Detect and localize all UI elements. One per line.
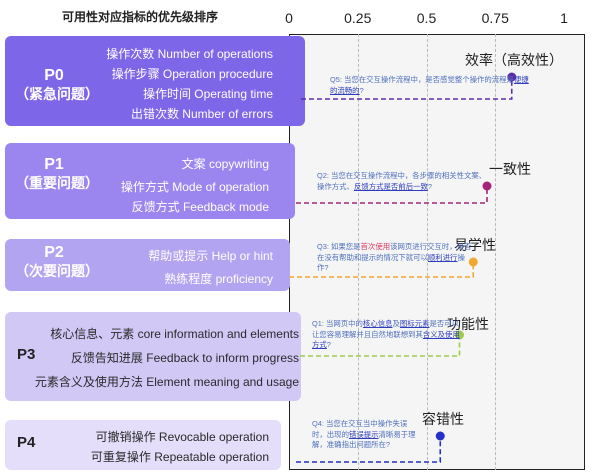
metric-label: 操作次数 Number of operations <box>106 47 273 61</box>
metric-label: 操作方式 Mode of operation <box>120 180 269 194</box>
question-note: Q4: 当您在交互当中操作失误时，出现的错误提示清晰易于理解，准确指出问题所在? <box>312 419 422 451</box>
x-tick-label: 0.25 <box>344 10 372 26</box>
data-point <box>507 72 517 82</box>
dimension-label: 效率（高效性） <box>465 52 563 68</box>
gridline <box>495 34 497 470</box>
metric-label: 核心信息、元素 core information and elements <box>50 327 299 341</box>
note-segment: 核心信息 <box>362 319 393 328</box>
note-segment: 含义及使用方式 <box>312 329 460 350</box>
priority-level: P3 <box>17 346 36 363</box>
note-segment: 清晰易于理解，准确指出问题所在? <box>312 429 416 450</box>
gridline <box>357 34 359 470</box>
note-segment: 操作? <box>317 252 465 273</box>
x-tick-label: 0 <box>285 10 293 26</box>
note-segment: Q1: 当网页中的 <box>312 319 363 328</box>
note-segment: Q4: 当您在交互当中操作失误时，出现的 <box>312 419 408 439</box>
priority-level: P0 <box>44 67 64 84</box>
data-point <box>468 257 478 267</box>
metric-label: 文案 copywriting <box>181 157 269 171</box>
metric-label: 熟练程度 proficiency <box>164 272 273 286</box>
data-point <box>435 431 445 441</box>
note-segment: Q5: 当您在交互操作流程中，是否感觉整个操作的流程是 <box>330 75 514 84</box>
note-segment: 图标元素 <box>399 319 430 328</box>
question-note: Q1: 当网页中的核心信息及图标元素是否可以让您容易理解并且自然地联想到其含义及… <box>312 319 462 351</box>
data-point <box>455 330 464 340</box>
priority-level-label: P4 <box>17 434 95 453</box>
priority-subtitle: （次要问题） <box>15 263 99 279</box>
chart-heading: 可用性对应指标的优先级排序 <box>62 10 219 24</box>
gridline <box>426 34 428 470</box>
priority-band-p4: P4 可撤销操作 Revocable operation 可重复操作 Repeata… <box>5 420 281 470</box>
note-segment: 该网页进行交互时，是否在没有帮助和提示的情况下就可以 <box>317 242 472 262</box>
point-connector <box>296 186 488 204</box>
note-segment: ? <box>359 85 364 95</box>
note-segment: 反馈方式是否前后一致 <box>353 181 428 191</box>
x-tick-label: 1 <box>560 10 568 26</box>
priority-level-label: P1 （重要问题） <box>15 155 99 193</box>
note-segment: 便捷的流畅的 <box>330 75 529 95</box>
note-segment: 首次使用 <box>360 242 391 251</box>
priority-band-p0: P0 （紧急问题） 操作次数 Number of operations 操作步骤 Op… <box>5 36 305 126</box>
dimension-label: 容错性 <box>422 411 464 427</box>
question-note: Q5: 当您在交互操作流程中，是否感觉整个操作的流程是便捷的流畅的? <box>330 75 530 96</box>
note-segment: 及 <box>392 319 400 328</box>
note-segment: 是否可以让您容易理解并且自然地联想到其 <box>312 319 460 339</box>
question-note: Q3: 如果您是首次使用该网页进行交互时，是否在没有帮助和提示的情况下就可以顺利… <box>317 242 472 274</box>
metric-label: 出错次数 Number of errors <box>130 107 273 121</box>
x-tick-label: 0.75 <box>481 10 509 26</box>
priority-level-label: P3 <box>17 346 95 365</box>
metric-label: 操作时间 Operating time <box>142 87 273 101</box>
metric-label: 可撤销操作 Revocable operation <box>95 430 269 444</box>
point-connector <box>301 77 513 100</box>
note-segment: ? <box>427 181 433 191</box>
metric-label: 帮助或提示 Help or hint <box>148 249 273 263</box>
priority-band-p2: P2 （次要问题） 帮助或提示 Help or hint 熟练程度 proficien… <box>5 239 290 291</box>
priority-level: P2 <box>44 244 64 261</box>
metric-label: 元素含义及使用方法 Element meaning and usage <box>34 375 299 389</box>
priority-level: P1 <box>44 156 64 173</box>
priority-subtitle: （紧急问题） <box>15 86 99 102</box>
point-connector <box>296 436 442 463</box>
metric-label: 反馈方式 Feedback mode <box>131 200 269 214</box>
priority-level-label: P0 （紧急问题） <box>15 66 99 104</box>
priority-subtitle: （重要问题） <box>15 175 99 191</box>
note-segment: Q3: 如果您是 <box>317 242 361 251</box>
plot-area <box>289 34 585 470</box>
note-segment: 错误提示 <box>348 429 379 439</box>
note-segment: Q2: 当您在交互操作流程中，各步骤的相关性文案、操作方式、 <box>317 171 487 191</box>
note-segment: 顺利进行 <box>427 252 458 262</box>
dimension-label: 一致性 <box>489 161 531 177</box>
metric-label: 反馈告知进展 Feedback to inform progress <box>70 351 299 365</box>
dimension-label: 易学性 <box>454 237 496 253</box>
metric-label: 可重复操作 Repeatable operation <box>90 450 269 464</box>
point-connector <box>289 262 475 278</box>
priority-level: P4 <box>17 434 36 451</box>
x-tick-label: 0.5 <box>416 10 437 26</box>
priority-level-label: P2 （次要问题） <box>15 243 99 281</box>
dimension-label: 功能性 <box>447 316 489 332</box>
metric-label: 操作步骤 Operation procedure <box>111 67 273 81</box>
data-point <box>482 181 492 191</box>
question-note: Q2: 当您在交互操作流程中，各步骤的相关性文案、操作方式、反馈方式是否前后一致… <box>317 171 492 192</box>
note-segment: ? <box>326 340 331 350</box>
priority-band-p3: P3 核心信息、元素 core information and elements 反… <box>5 312 301 401</box>
priority-band-p1: P1 （重要问题） 文案 copywriting 操作方式 Mode of opera… <box>5 143 295 219</box>
